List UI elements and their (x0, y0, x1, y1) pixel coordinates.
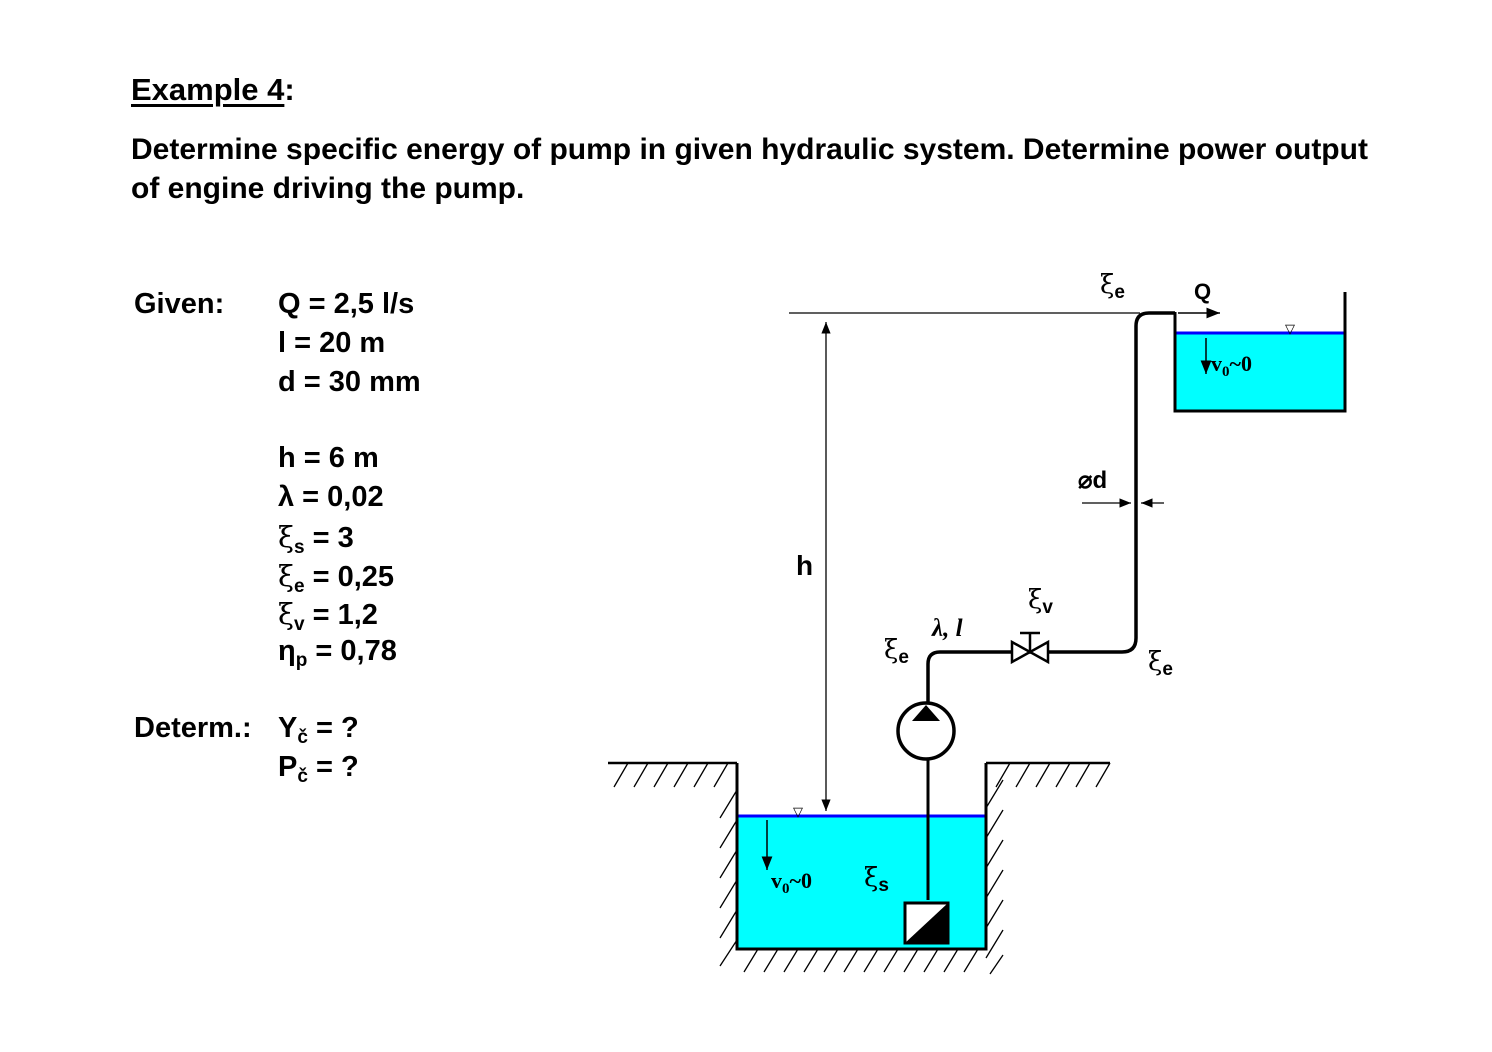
upper-surface-mark: ▽ (1285, 322, 1295, 337)
lower-velocity-label: v0~0 (771, 868, 812, 897)
given-l: l = 20 m (278, 327, 386, 359)
given-h: h = 6 m (278, 442, 379, 474)
upper-tank-walls (1173, 292, 1347, 413)
xi-e-pump-elbow-label: ξe (884, 635, 909, 668)
lambda-length-label: λ, l (931, 615, 963, 642)
given-lambda: λ = 0,02 (278, 481, 384, 513)
determ-label: Determ.: (134, 712, 252, 744)
xi-e-lower-elbow-label: ξe (1148, 647, 1173, 680)
given-label: Given: (134, 288, 225, 320)
xi-e-outlet-label: ξe (1100, 270, 1125, 303)
given-q: Q = 2,5 l/s (278, 288, 415, 320)
lower-reservoir-walls (735, 763, 988, 951)
given-xi-s: ξs = 3 (278, 520, 354, 558)
pump-arrow (912, 705, 940, 721)
pump-symbol (896, 701, 956, 761)
xi-v-valve-label: ξv (1028, 585, 1053, 618)
valve-symbol (1010, 631, 1050, 665)
example-title-colon: : (284, 72, 295, 107)
suction-strainer-fill (905, 903, 948, 943)
flow-label: Q (1194, 279, 1211, 304)
given-xi-v: ξv = 1,2 (278, 597, 378, 635)
upper-tank-water (1175, 333, 1345, 411)
determ-p: Pč = ? (278, 751, 359, 787)
given-d: d = 30 mm (278, 366, 421, 398)
task-statement: Determine specific energy of pump in giv… (131, 133, 1368, 205)
xi-s-strainer-label: ξs (864, 863, 889, 896)
diameter-label: ⌀d (1078, 467, 1107, 494)
ground-hatching (613, 762, 1111, 975)
given-eta-p: ηp = 0,78 (278, 635, 397, 671)
given-xi-e: ξe = 0,25 (278, 559, 395, 597)
upper-velocity-label: v0~0 (1211, 351, 1252, 380)
discharge-pipe (926, 311, 1175, 706)
determ-y: Yč = ? (278, 712, 359, 748)
example-title: Example 4: (131, 72, 295, 108)
example-title-text: Example 4 (131, 72, 285, 107)
height-label: h (796, 550, 813, 581)
lower-surface-mark: ▽ (793, 805, 803, 820)
